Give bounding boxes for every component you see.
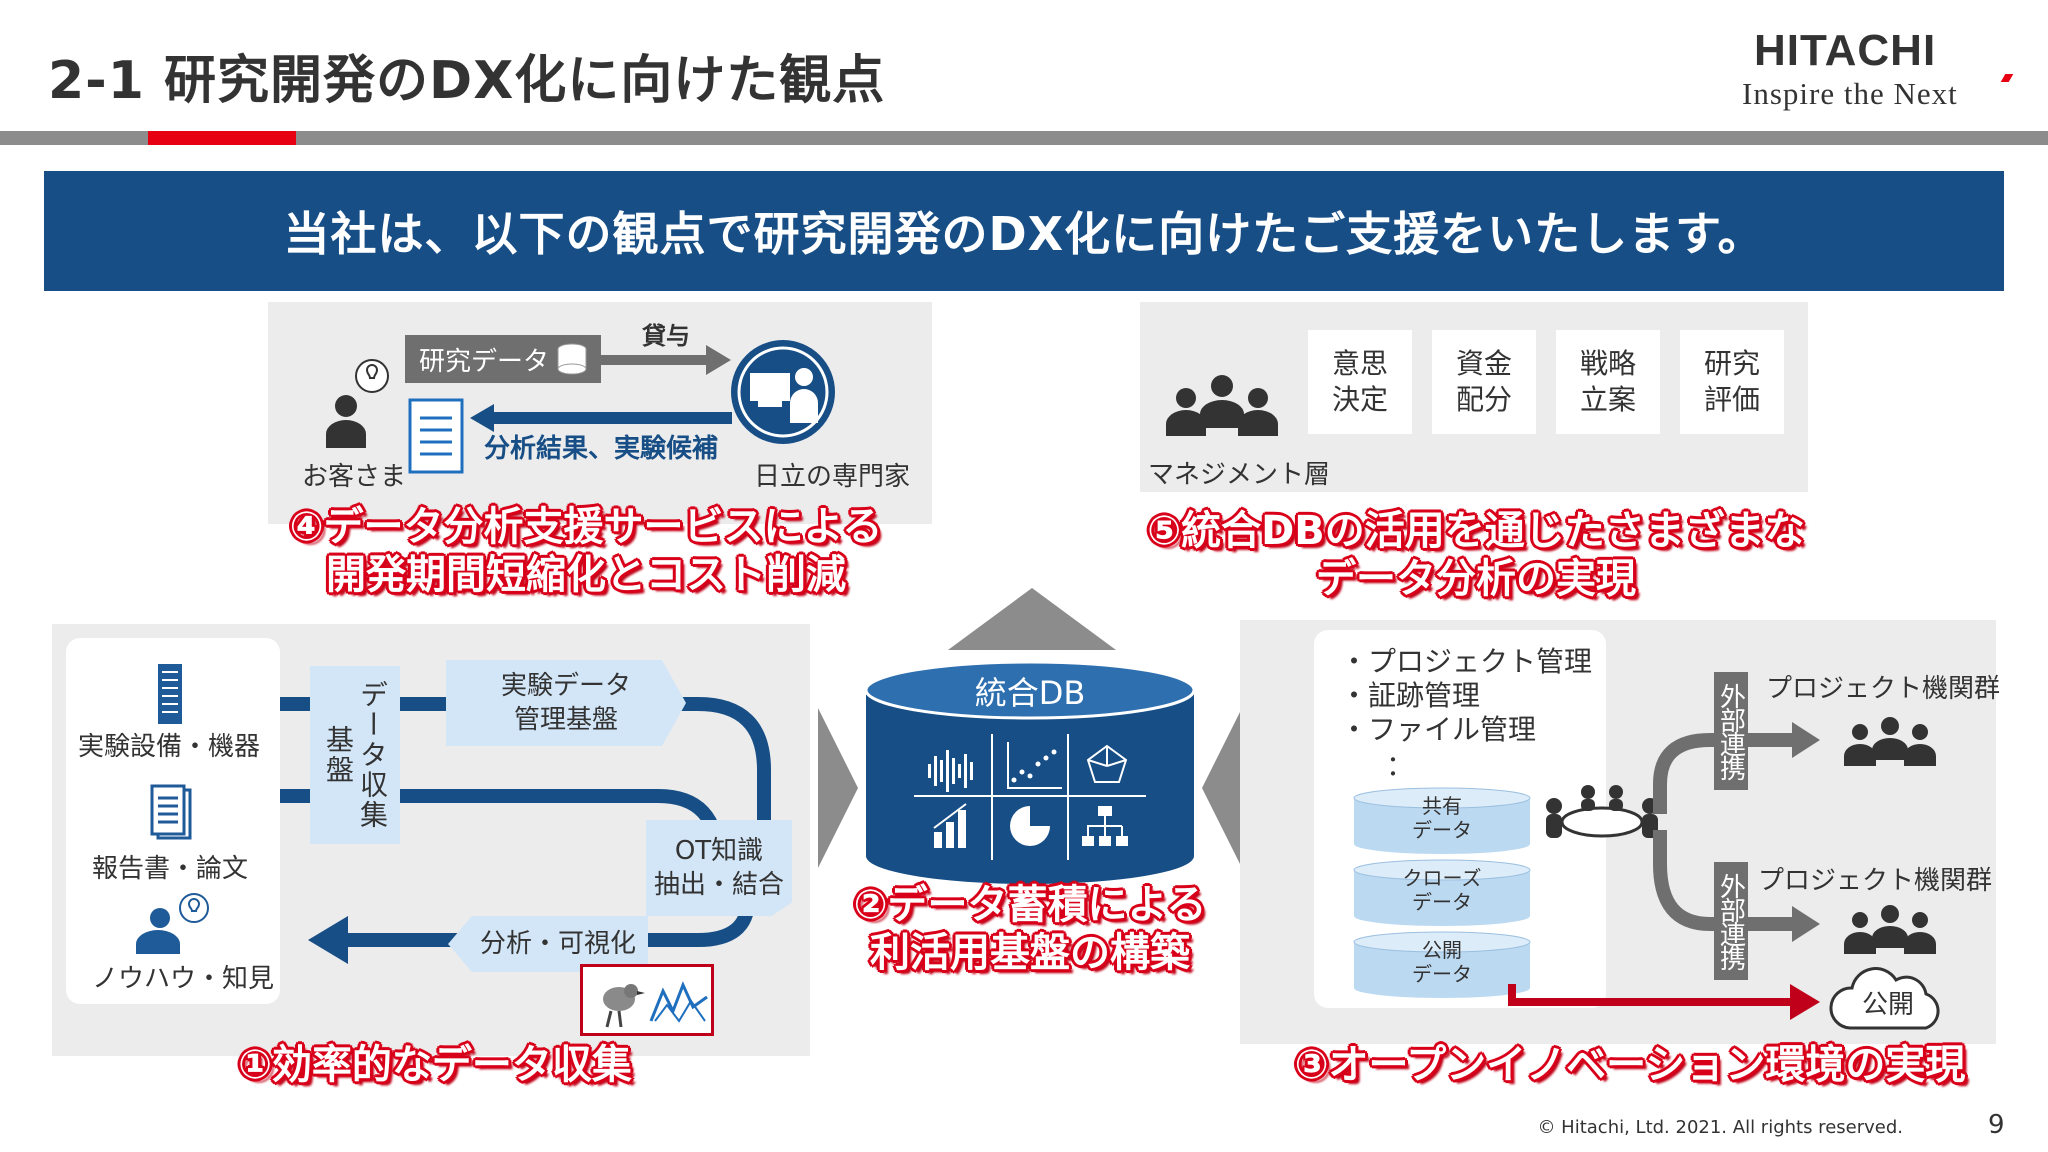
funding-box: 資金 配分 — [1432, 330, 1536, 434]
equipment-icon — [158, 664, 182, 724]
cloud-icon — [1829, 967, 1940, 1030]
public-data-label: 公開 データ — [1412, 938, 1472, 986]
left-to-db-arrow — [818, 708, 858, 868]
logo-tagline: Inspire the Next — [1742, 76, 1958, 111]
copyright: © Hitachi, Ltd. 2021. All rights reserve… — [1537, 1117, 1903, 1138]
caption-5-line2: データ分析の実現 — [1316, 556, 1636, 602]
tagline-accent — [2000, 74, 2014, 82]
experiment-mgmt-box: 実験データ 管理基盤 — [446, 660, 686, 746]
hitachi-logo: HITACHI — [1754, 26, 1937, 75]
report-icon — [150, 784, 192, 840]
publish-arrow — [1508, 984, 1820, 1020]
analysis-results-label: 分析結果、実験候補 — [484, 434, 719, 464]
header-divider — [0, 131, 2048, 145]
org-group-1-icon — [1844, 717, 1936, 766]
public-label: 公開 — [1862, 990, 1915, 1020]
expert-icon — [731, 340, 835, 444]
list-project-mgmt: ・プロジェクト管理 — [1340, 645, 1593, 678]
decision-label: 意思 決定 — [1331, 347, 1388, 416]
page-title: 2-1 研究開発のDX化に向けた観点 — [48, 51, 886, 111]
list-ellipsis: ： — [1386, 749, 1415, 782]
knowhow-icon — [136, 893, 209, 954]
external-link-1: 外部連携 — [1714, 672, 1748, 790]
analysis-visual-box: 分析・可視化 — [448, 916, 648, 972]
shared-data-label: 共有 データ — [1412, 794, 1472, 842]
external-link-1-label: 外部連携 — [1715, 683, 1746, 779]
analysis-visual-label: 分析・可視化 — [479, 929, 636, 959]
research-data-box: 研究データ — [405, 335, 601, 383]
network-graph-icon — [649, 981, 708, 1023]
source-report-label: 報告書・論文 — [92, 854, 249, 884]
caption-1: ①効率的なデータ収集 — [238, 1042, 632, 1088]
summary-banner: 当社は、以下の観点で研究開発のDX化に向けたご支援をいたします。 — [44, 171, 2004, 291]
document-icon — [408, 398, 464, 474]
source-equipment-label: 実験設備・機器 — [78, 732, 261, 762]
collection-base-box: データ収集基盤 — [310, 666, 400, 844]
caption-4-line2: 開発期間短縮化とコスト削減 — [326, 552, 846, 598]
caption-2-line1: ②データ蓄積による — [853, 882, 1207, 928]
evaluation-label: 研究 評価 — [1703, 347, 1760, 416]
tool-icons-box — [580, 964, 714, 1036]
results-arrow — [470, 404, 732, 432]
strategy-box: 戦略 立案 — [1556, 330, 1660, 434]
integrated-db-cylinder — [864, 660, 1196, 884]
experiment-mgmt-label: 実験データ 管理基盤 — [500, 671, 631, 735]
db-label: 統合DB — [974, 674, 1086, 712]
caption-4-line1: ④データ分析支援サービスによる — [289, 504, 883, 550]
list-file-mgmt: ・ファイル管理 — [1340, 713, 1537, 746]
customer-icon — [326, 359, 389, 448]
public-data-cylinder — [1353, 931, 1531, 998]
customer-label: お客さま — [302, 462, 407, 492]
shared-data-cylinder — [1353, 787, 1531, 854]
org-group-1-label: プロジェクト機関群 — [1766, 674, 2001, 704]
expert-label: 日立の専門家 — [754, 462, 911, 492]
lend-label: 貸与 — [642, 322, 690, 350]
bird-icon — [603, 984, 645, 1028]
caption-3: ③オープンイノベーション環境の実現 — [1294, 1042, 1966, 1088]
org-group-2-label: プロジェクト機関群 — [1758, 866, 1993, 896]
external-flow-arrows — [1653, 722, 1820, 942]
caption-2-line2: 利活用基盤の構築 — [870, 930, 1190, 976]
ot-knowledge-box: OT知識 抽出・結合 — [646, 820, 792, 916]
caption-5-line1: ⑤統合DBの活用を通じたさまざまな — [1147, 508, 1805, 554]
closed-data-label: クローズ データ — [1402, 866, 1482, 914]
evaluation-box: 研究 評価 — [1680, 330, 1784, 434]
decision-box: 意思 決定 — [1308, 330, 1412, 434]
external-link-2-label: 外部連携 — [1715, 873, 1746, 969]
ot-knowledge-label: OT知識 抽出・結合 — [653, 836, 784, 900]
closed-data-cylinder — [1353, 859, 1531, 926]
strategy-label: 戦略 立案 — [1579, 347, 1636, 416]
database-icon — [557, 343, 587, 375]
external-link-2: 外部連携 — [1714, 862, 1748, 980]
lend-arrow — [601, 345, 731, 375]
up-arrow — [948, 588, 1116, 650]
management-group-icon — [1166, 375, 1278, 436]
header-divider-accent — [148, 131, 296, 145]
collection-base-label: データ収集基盤 — [322, 680, 389, 830]
org-group-2-icon — [1844, 905, 1936, 954]
funding-label: 資金 配分 — [1455, 347, 1512, 416]
meeting-icon — [1546, 785, 1658, 838]
page-number: 9 — [1988, 1110, 2005, 1140]
source-knowhow-label: ノウハウ・知見 — [92, 964, 275, 994]
research-data-label: 研究データ — [419, 346, 550, 377]
management-label: マネジメント層 — [1148, 460, 1331, 490]
list-trail-mgmt: ・証跡管理 — [1340, 679, 1481, 712]
